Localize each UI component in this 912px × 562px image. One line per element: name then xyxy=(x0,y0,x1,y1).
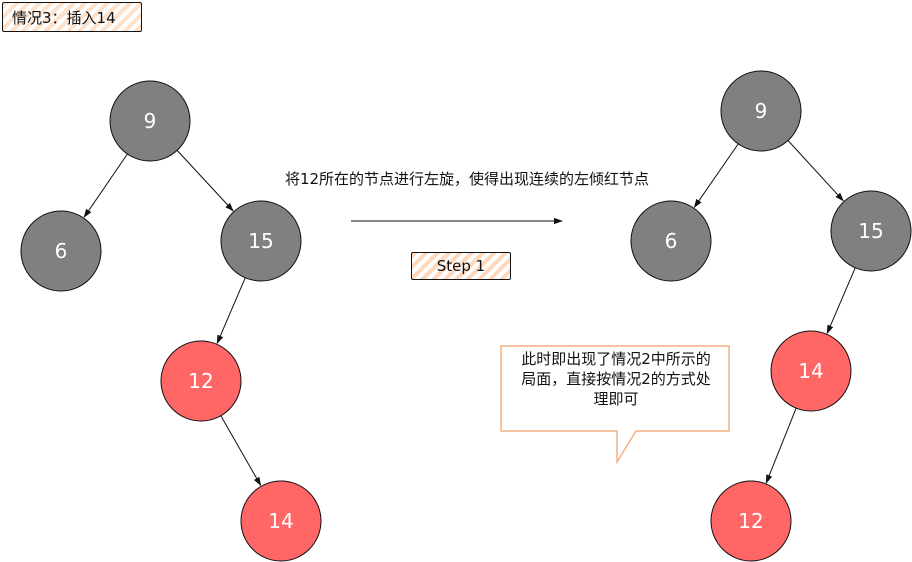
right-tree-node-14 xyxy=(770,330,852,412)
left-tree-node-15 xyxy=(220,200,302,282)
left-tree-node-9 xyxy=(109,80,191,162)
left-tree: 9 6 15 12 14 xyxy=(20,80,322,562)
right-tree-node-label-6: 6 xyxy=(665,229,678,253)
left-tree-edge-n12-n14 xyxy=(220,415,262,487)
step-label: Step 1 xyxy=(411,252,511,280)
left-tree-node-14 xyxy=(240,480,322,562)
callout-line-1: 此时即出现了情况2中所示的 xyxy=(521,350,711,368)
right-tree-edge-n15-n14 xyxy=(826,267,856,335)
right-tree-node-label-9: 9 xyxy=(755,99,768,123)
left-tree-node-12 xyxy=(160,340,242,422)
callout-line-2: 局面，直接按情况2的方式处 xyxy=(521,370,711,388)
left-tree-edge-n9-n6 xyxy=(83,153,128,218)
callout-line-3: 理即可 xyxy=(593,390,639,408)
callout-text: 此时即出现了情况2中所示的 局面，直接按情况2的方式处 理即可 xyxy=(503,349,729,409)
left-tree-node-6 xyxy=(20,210,102,292)
title-label: 情况3：插入14 xyxy=(2,2,142,32)
right-tree-edge-n9-n6 xyxy=(693,143,739,209)
right-tree-node-9 xyxy=(720,70,802,152)
right-tree-node-15 xyxy=(830,190,912,272)
step-label-text: Step 1 xyxy=(436,257,486,275)
right-tree-node-label-15: 15 xyxy=(858,219,883,243)
title-text: 情况3：插入14 xyxy=(12,8,116,27)
right-tree-node-12 xyxy=(710,480,792,562)
left-tree-edge-n9-n15 xyxy=(176,150,234,212)
right-tree-node-label-12: 12 xyxy=(738,509,763,533)
right-tree-edge-n9-n15 xyxy=(787,140,844,202)
left-tree-node-label-6: 6 xyxy=(55,239,68,263)
left-tree-node-label-15: 15 xyxy=(248,229,273,253)
right-tree-node-label-14: 14 xyxy=(798,359,823,383)
caption-text: 将12所在的节点进行左旋，使得出现连续的左倾红节点 xyxy=(284,170,650,188)
right-tree-node-6 xyxy=(630,200,712,282)
left-tree-edge-n15-n12 xyxy=(216,277,246,345)
left-tree-node-label-9: 9 xyxy=(144,109,157,133)
left-tree-node-label-14: 14 xyxy=(268,509,293,533)
right-tree: 9 6 15 14 12 xyxy=(630,70,912,562)
callout-bubble xyxy=(500,345,730,465)
right-tree-edge-n14-n12 xyxy=(765,407,797,484)
left-tree-node-label-12: 12 xyxy=(188,369,213,393)
